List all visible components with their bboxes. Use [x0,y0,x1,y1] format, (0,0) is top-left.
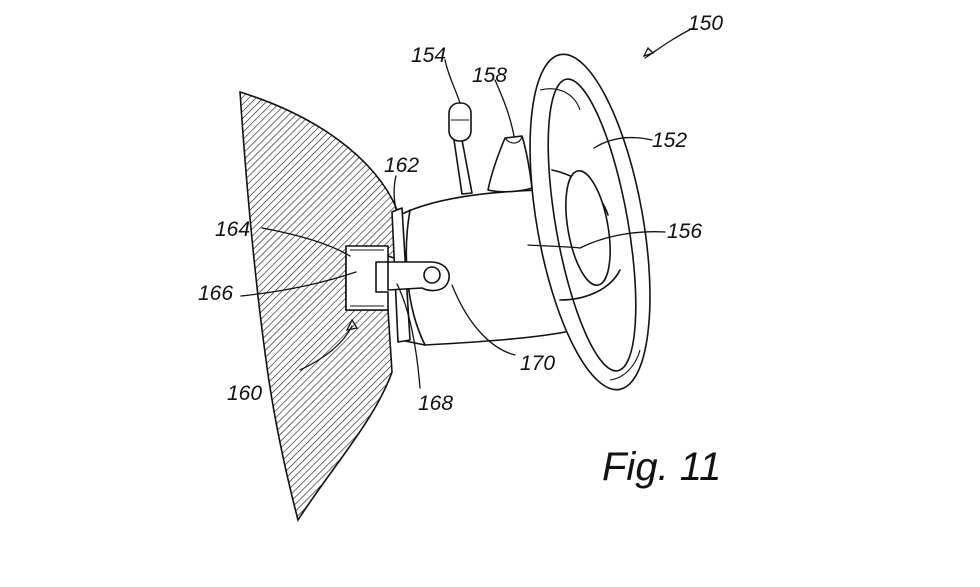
reference-numerals: 150 152 154 158 156 162 164 166 160 168 … [198,12,723,415]
label-160: 160 [227,382,262,405]
label-158: 158 [472,64,507,87]
label-170: 170 [520,352,555,375]
label-154: 154 [411,44,446,67]
lock-housing [487,135,533,193]
label-164: 164 [215,218,250,241]
label-152: 152 [652,129,687,152]
steering-wheel [529,53,651,391]
label-166: 166 [198,282,233,305]
pivot-link [387,261,450,292]
pivot-pin [423,266,441,284]
figure-caption: Fig. 11 [602,445,721,489]
leader-lines [240,27,694,389]
dashboard-section [239,90,401,522]
label-150: 150 [688,12,723,35]
label-162: 162 [384,154,419,177]
label-156: 156 [667,220,702,243]
mount-block [345,245,389,311]
label-168: 168 [418,392,453,415]
turn-signal-stalk [448,102,473,195]
